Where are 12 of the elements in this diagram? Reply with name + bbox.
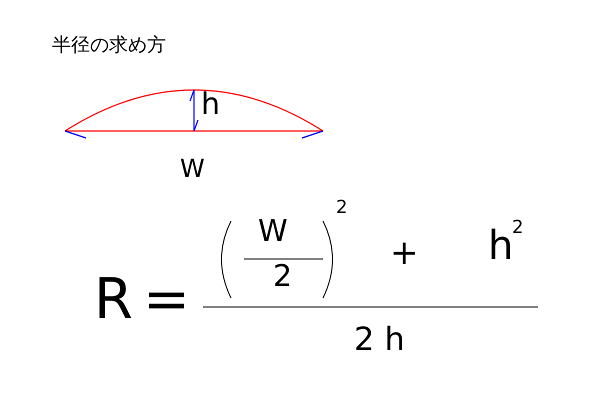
plus-sign: + <box>390 236 418 270</box>
formula-denominator: 2 h <box>354 323 405 355</box>
formula-variable: h <box>488 226 514 266</box>
equals-sign: = <box>143 272 190 328</box>
formula-variable: W <box>258 217 288 247</box>
exponent: 2 <box>336 199 348 217</box>
formula-variable: R <box>94 272 133 328</box>
exponent: 2 <box>512 219 524 237</box>
height-label: h <box>201 90 220 120</box>
title: 半径の求め方 <box>52 36 166 55</box>
width-label: W <box>180 156 205 181</box>
formula-number: 2 <box>273 262 292 292</box>
